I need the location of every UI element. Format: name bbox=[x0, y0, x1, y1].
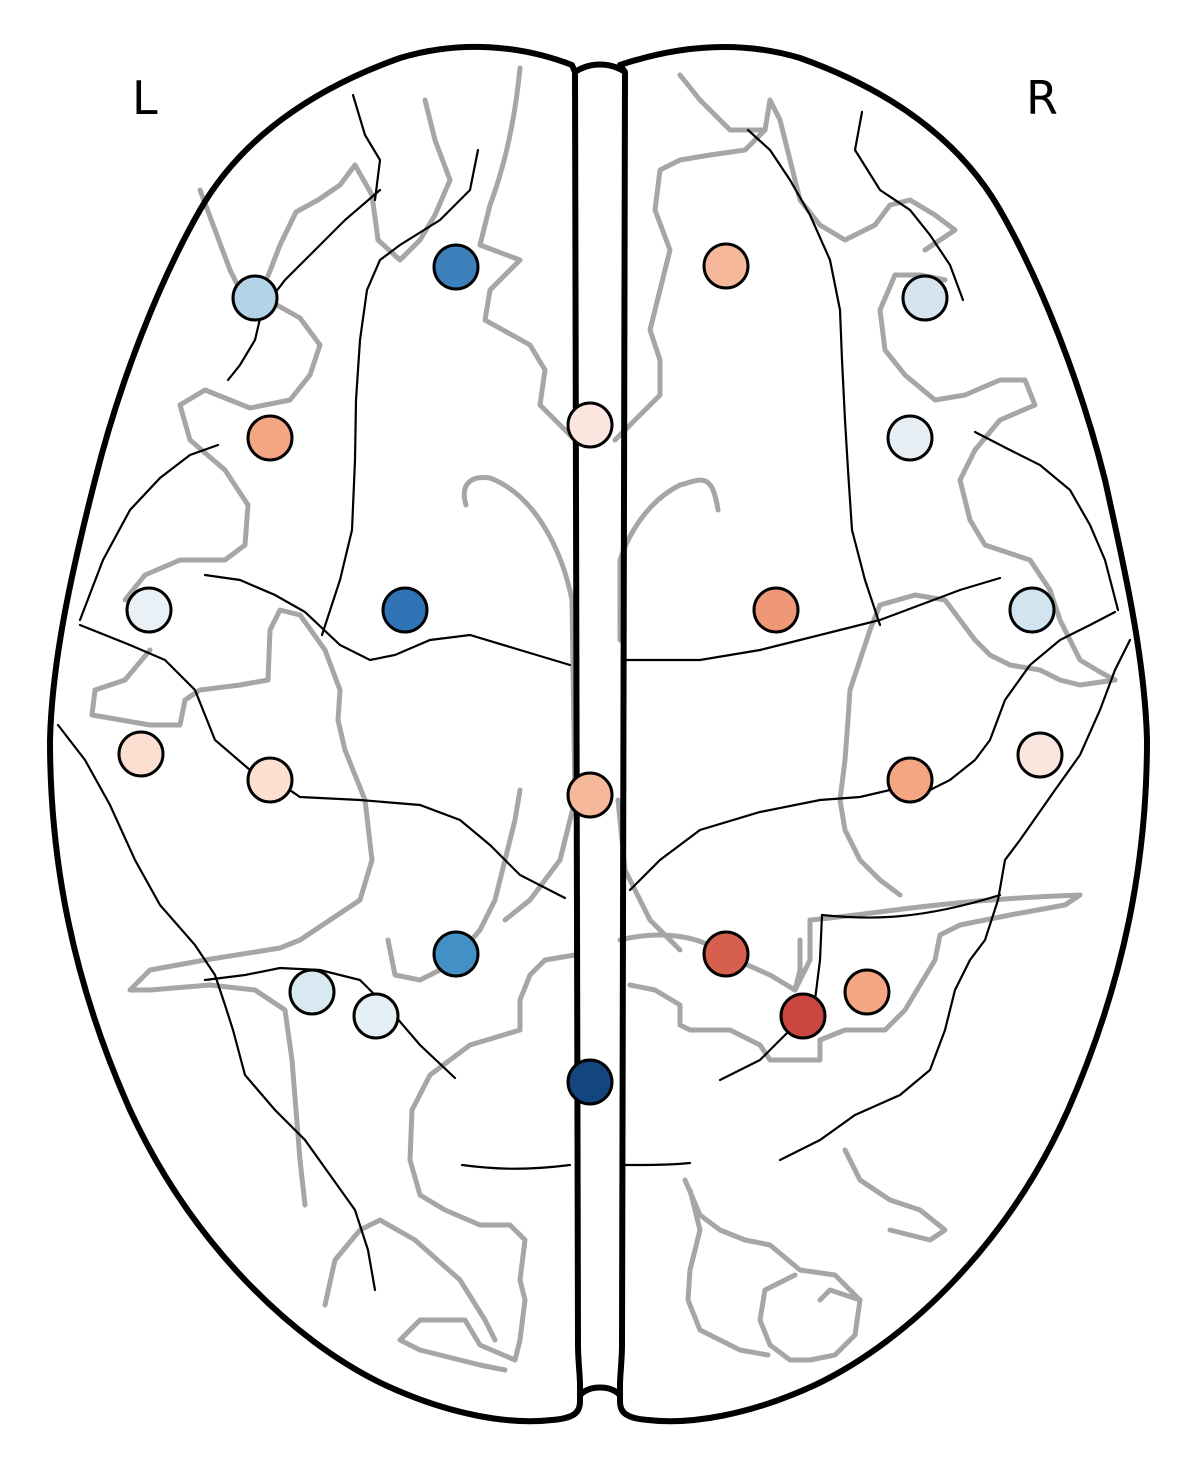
electrode-dot bbox=[117, 730, 165, 778]
electrode-dot bbox=[1008, 586, 1056, 634]
electrode-dot bbox=[352, 992, 400, 1040]
electrode-dot bbox=[566, 401, 614, 449]
electrode-dots bbox=[117, 242, 1064, 1106]
electrode-dot bbox=[288, 968, 336, 1016]
electrode-dot bbox=[432, 930, 480, 978]
sulci-lines bbox=[56, 93, 1132, 1292]
left-hemisphere-label: L bbox=[132, 71, 158, 125]
electrode-dot bbox=[566, 1058, 614, 1106]
electrode-dot bbox=[246, 756, 294, 804]
electrode-dot bbox=[886, 756, 934, 804]
electrode-dot bbox=[125, 586, 173, 634]
electrode-dot bbox=[1016, 731, 1064, 779]
electrode-dot bbox=[901, 274, 949, 322]
electrode-dot bbox=[843, 968, 891, 1016]
electrode-dot bbox=[702, 242, 750, 290]
electrode-dot bbox=[231, 274, 279, 322]
electrode-dot bbox=[246, 414, 294, 462]
electrode-dot bbox=[886, 414, 934, 462]
electrode-dot bbox=[752, 586, 800, 634]
brain-outline bbox=[47, 43, 1150, 1425]
electrode-dot bbox=[432, 243, 480, 291]
electrode-dot bbox=[779, 992, 827, 1040]
gyri-contours bbox=[89, 65, 1118, 1373]
electrode-dot bbox=[381, 586, 429, 634]
electrode-dot bbox=[566, 771, 614, 819]
electrode-dot bbox=[702, 930, 750, 978]
right-hemisphere-label: R bbox=[1026, 71, 1058, 125]
